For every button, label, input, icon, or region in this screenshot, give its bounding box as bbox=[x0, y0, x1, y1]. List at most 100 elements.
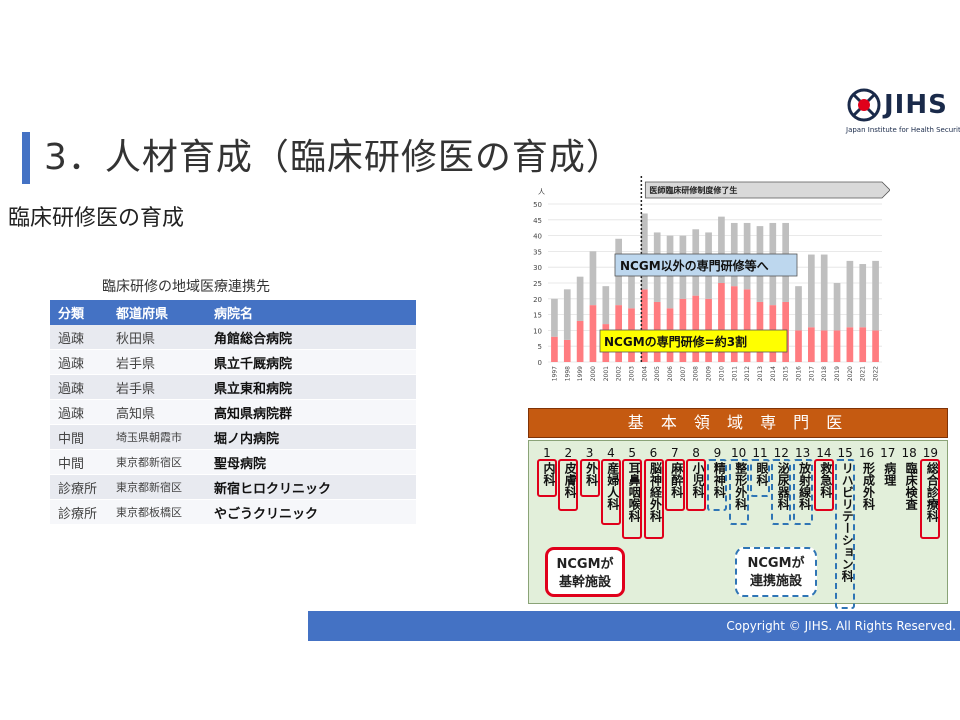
x-tick-label: 1997 bbox=[551, 366, 558, 381]
specialty-name: 産婦人科 bbox=[605, 462, 620, 510]
prefecture-cell: 東京都新宿区 bbox=[108, 449, 206, 475]
prefecture-cell: 岩手県 bbox=[108, 349, 206, 375]
y-tick-label: 0 bbox=[538, 359, 542, 367]
partner-facility-box bbox=[728, 459, 749, 525]
bar-ncgm-2017 bbox=[808, 327, 815, 362]
hospital-cell: 高知県病院群 bbox=[206, 399, 416, 425]
specialty-name: 総合診療科 bbox=[925, 462, 940, 522]
table-row: 診療所東京都板橋区やごうクリニック bbox=[50, 499, 416, 525]
y-tick-label: 25 bbox=[533, 280, 542, 288]
core-facility-box bbox=[537, 459, 557, 497]
callout-ncgm-box bbox=[599, 329, 788, 353]
x-tick-label: 2003 bbox=[629, 366, 636, 381]
bar-other-2001 bbox=[602, 286, 610, 325]
x-tick-label: 2001 bbox=[603, 366, 610, 381]
partner-facility-box bbox=[750, 459, 770, 497]
bar-ncgm-2020 bbox=[846, 327, 854, 362]
hospital-cell: 角館総合病院 bbox=[206, 325, 416, 350]
specialty-number: 3 bbox=[585, 446, 594, 460]
specialty-name: 脳神経外科 bbox=[648, 462, 663, 522]
table-row: 過疎岩手県県立千厩病院 bbox=[50, 349, 416, 375]
x-tick-label: 2012 bbox=[744, 366, 751, 381]
specialty-name: リハビリテーション科 bbox=[840, 462, 855, 582]
hospital-cell: 県立千厩病院 bbox=[206, 349, 416, 375]
partner-facility-box bbox=[835, 459, 856, 609]
specialty-number: 1 bbox=[543, 446, 551, 460]
hospital-cell: やごうクリニック bbox=[206, 499, 416, 525]
specialty-number: 19 bbox=[922, 446, 939, 460]
bar-other-2016 bbox=[795, 286, 802, 331]
prefecture-cell: 東京都板橋区 bbox=[108, 499, 206, 525]
callout-ncgm-text: NCGMの専門研修=約3割 bbox=[604, 334, 747, 349]
title-accent-bar bbox=[22, 132, 30, 184]
core-facility-box bbox=[579, 459, 600, 497]
y-tick-label: 10 bbox=[533, 327, 542, 335]
x-tick-label: 2000 bbox=[590, 366, 597, 381]
x-tick-label: 1999 bbox=[577, 366, 584, 381]
specialty-number: 10 bbox=[731, 446, 747, 460]
x-tick-label: 2015 bbox=[783, 366, 790, 381]
program-annotation: 医師臨床研修制度修了生 bbox=[649, 185, 737, 195]
y-tick-label: 30 bbox=[533, 264, 542, 272]
specialty-number: 12 bbox=[773, 446, 789, 460]
bar-other-1999 bbox=[576, 276, 584, 321]
category-cell: 過疎 bbox=[50, 399, 108, 425]
x-tick-label: 2016 bbox=[796, 366, 803, 381]
hospital-cell: 聖母病院 bbox=[206, 449, 416, 475]
core-facility-box bbox=[664, 459, 685, 511]
x-tick-label: 1998 bbox=[564, 366, 571, 381]
x-tick-label: 2020 bbox=[847, 366, 854, 381]
specialty-number: 16 bbox=[858, 446, 875, 460]
specialty-number: 13 bbox=[794, 446, 811, 460]
prefecture-cell: 埼玉県朝霞市 bbox=[108, 424, 206, 450]
bar-other-2021 bbox=[859, 264, 867, 328]
prefecture-cell: 東京都新宿区 bbox=[108, 474, 206, 500]
legend-core-line: NCGMが bbox=[556, 557, 614, 572]
bar-ncgm-2000 bbox=[589, 305, 597, 362]
y-axis-label: 人 bbox=[538, 188, 545, 196]
specialty-name: 形成外科 bbox=[861, 462, 876, 510]
column-header: 都道府県 bbox=[108, 300, 206, 325]
category-cell: 過疎 bbox=[50, 325, 108, 350]
specialty-name: 臨床検査 bbox=[904, 462, 919, 510]
x-tick-label: 2021 bbox=[860, 366, 867, 381]
legend-core-line: 基幹施設 bbox=[558, 575, 611, 590]
core-facility-box bbox=[920, 459, 941, 539]
legend-partner-line: 連携施設 bbox=[749, 574, 802, 589]
table-header-row: 分類 都道府県 病院名 bbox=[50, 300, 416, 325]
specialty-number: 14 bbox=[816, 446, 832, 460]
jihs-logo bbox=[847, 88, 881, 122]
bar-ncgm-2022 bbox=[872, 330, 879, 362]
bar-ncgm-2018 bbox=[820, 330, 828, 362]
specialty-name: 泌尿器科 bbox=[776, 462, 791, 510]
x-tick-label: 2002 bbox=[616, 366, 623, 381]
core-facility-box bbox=[622, 459, 643, 539]
table-row: 中間東京都新宿区聖母病院 bbox=[50, 449, 416, 475]
callout-other-text: NCGM以外の専門研修等へ bbox=[620, 258, 769, 273]
specialty-number: 7 bbox=[670, 446, 679, 460]
section-subtitle: 臨床研修医の育成 bbox=[8, 206, 185, 231]
x-tick-label: 2011 bbox=[731, 366, 738, 381]
x-tick-label: 2007 bbox=[680, 366, 687, 381]
category-cell: 過疎 bbox=[50, 374, 108, 400]
specialty-name: 放射線科 bbox=[797, 462, 812, 510]
category-cell: 診療所 bbox=[50, 474, 108, 500]
y-tick-label: 40 bbox=[533, 233, 542, 241]
logo-subtitle: Japan Institute for Health Security bbox=[846, 126, 960, 134]
specialty-name: 麻酔科 bbox=[669, 462, 684, 498]
x-tick-label: 2010 bbox=[718, 366, 725, 381]
specialty-number: 17 bbox=[880, 446, 896, 460]
column-header: 分類 bbox=[50, 300, 108, 325]
y-tick-label: 20 bbox=[533, 296, 542, 304]
core-facility-box bbox=[813, 459, 834, 511]
partner-facility-box bbox=[707, 459, 728, 511]
category-cell: 過疎 bbox=[50, 349, 108, 375]
y-tick-label: 45 bbox=[533, 217, 542, 225]
prefecture-cell: 秋田県 bbox=[108, 325, 206, 350]
bar-other-2000 bbox=[589, 251, 597, 306]
x-tick-label: 2018 bbox=[821, 366, 828, 381]
hospital-cell: 新宿ヒロクリニック bbox=[206, 474, 416, 500]
specialty-number: 18 bbox=[901, 446, 917, 460]
bar-other-1998 bbox=[563, 289, 571, 340]
specialty-number: 15 bbox=[837, 446, 853, 460]
